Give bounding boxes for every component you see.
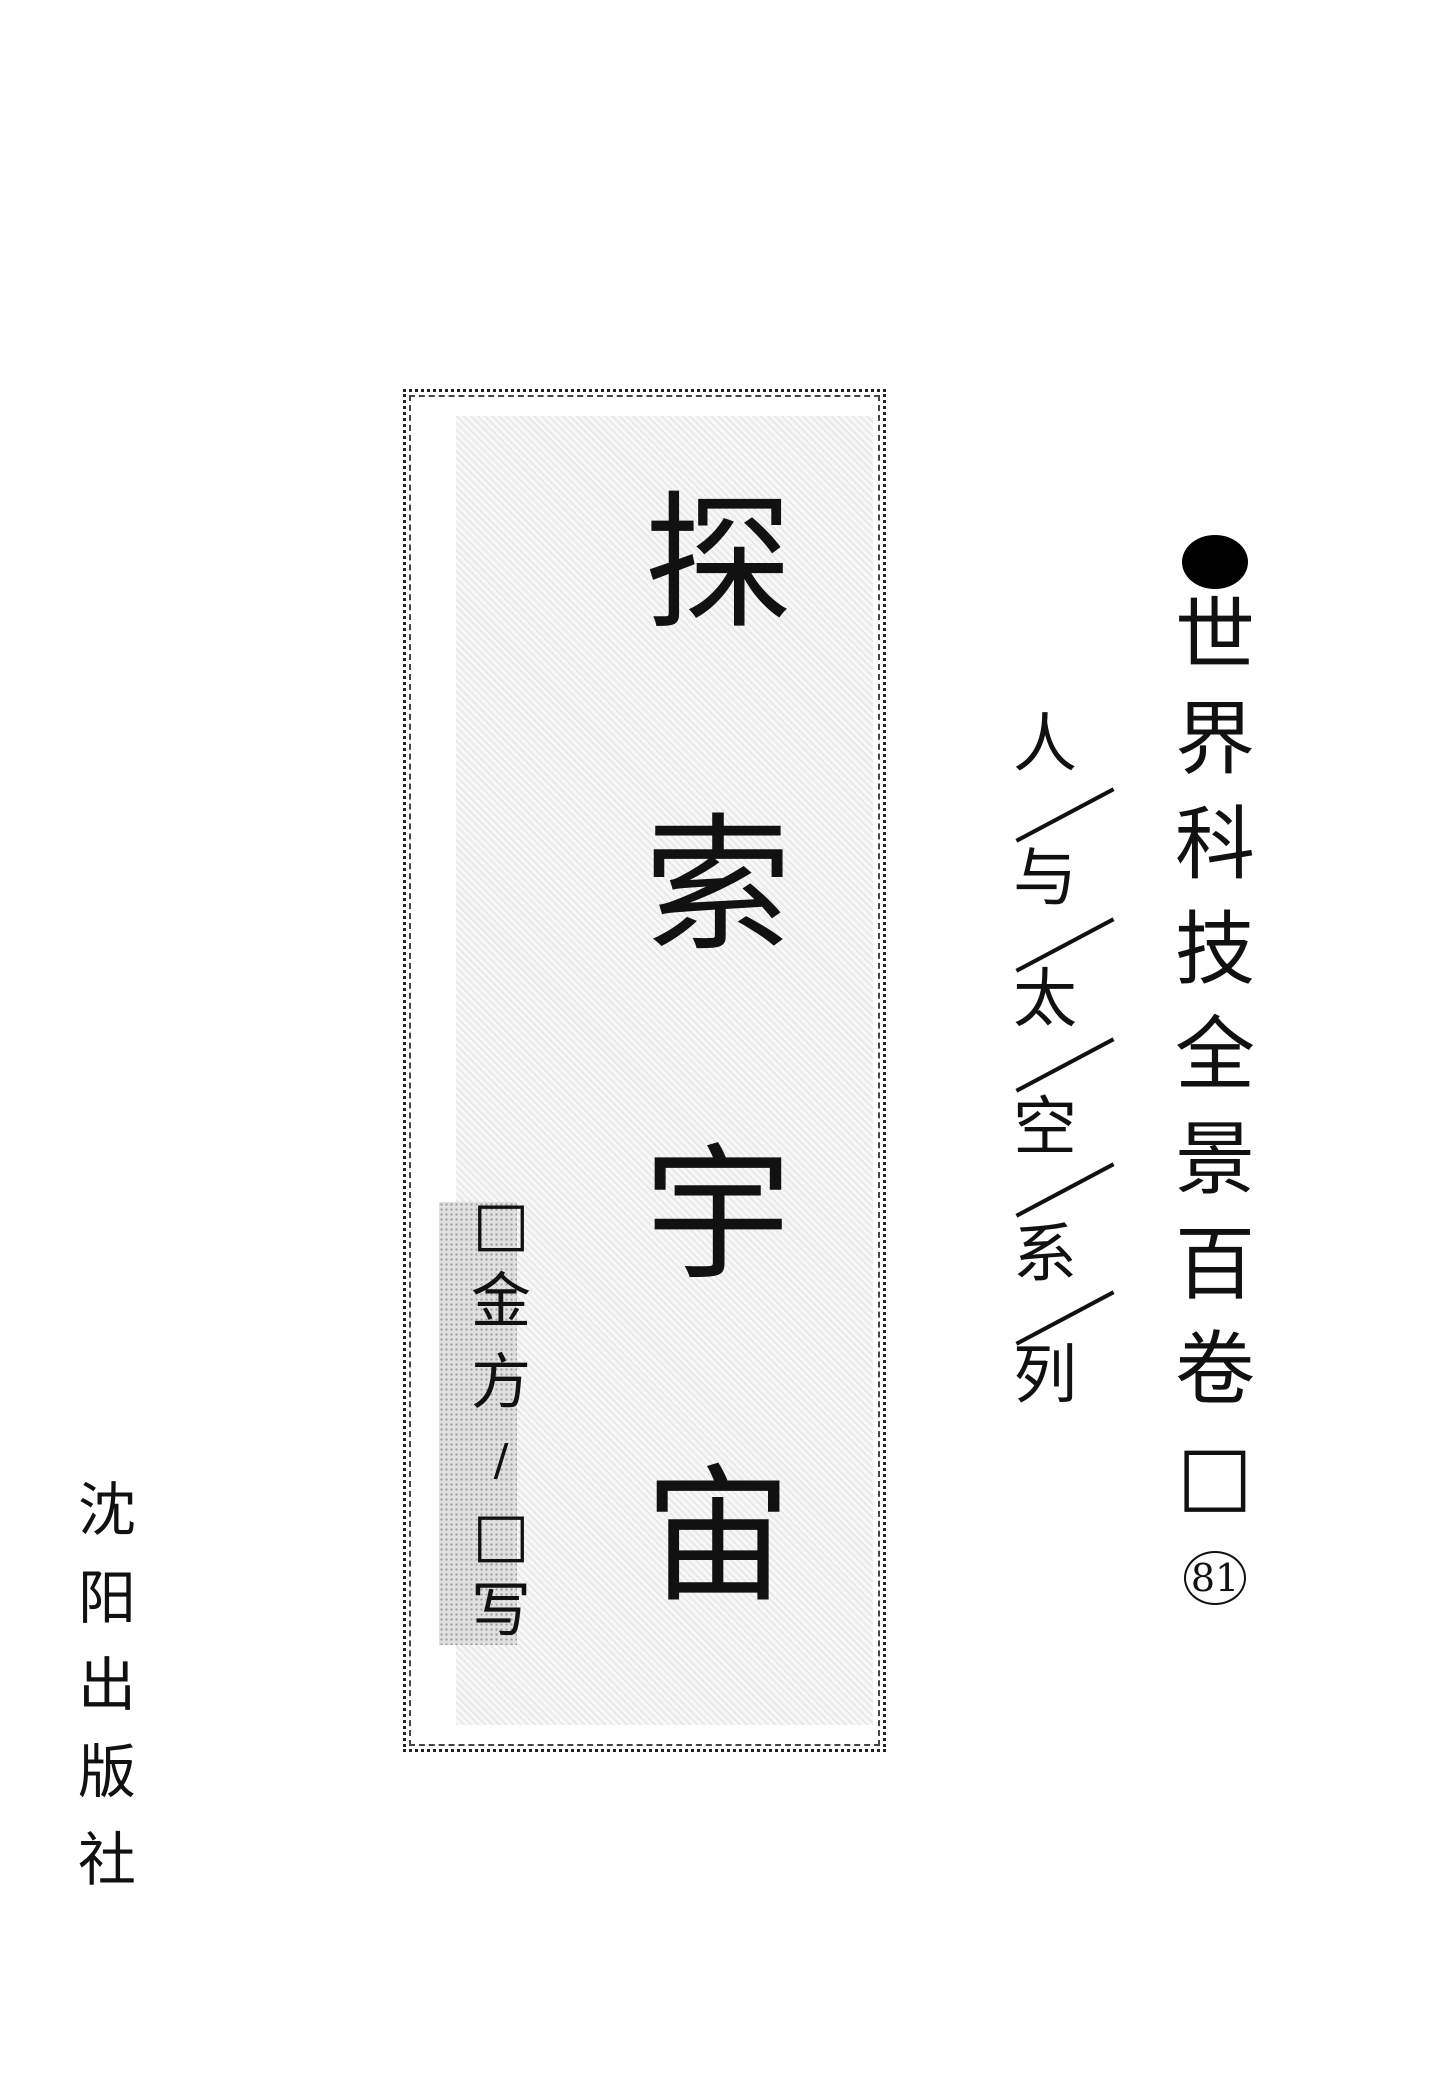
author-char: 方 [471, 1348, 531, 1418]
slash-divider [1015, 1037, 1115, 1093]
slash-divider [1015, 1290, 1115, 1346]
series-char: 世 [1175, 589, 1255, 682]
subseries-char: 列 [1013, 1339, 1077, 1413]
series-char: 卷 [1175, 1323, 1255, 1416]
title-char: 宇 [644, 1129, 792, 1301]
series-char: 界 [1175, 693, 1255, 786]
title-panel-background [456, 416, 873, 1725]
series-char: 百 [1175, 1218, 1255, 1311]
publisher-char: 出 [77, 1651, 137, 1719]
subseries-char: 太 [1013, 963, 1077, 1037]
publisher-char: 阳 [77, 1564, 137, 1632]
publisher-char: 社 [77, 1826, 137, 1894]
series-char: 景 [1175, 1113, 1255, 1206]
subseries-char: 人 [1013, 708, 1077, 782]
slash-divider [1015, 1162, 1115, 1218]
series-char: □ [1177, 1428, 1253, 1521]
subseries-char: 与 [1013, 842, 1077, 916]
slash-divider [1015, 787, 1115, 843]
series-char: 全 [1175, 1008, 1255, 1101]
publisher-char: 版 [77, 1738, 137, 1806]
volume-number: 81 [1184, 1551, 1246, 1605]
author-char: 金 [471, 1267, 531, 1337]
author-char: 写 [471, 1576, 531, 1646]
bullet-icon [1182, 535, 1248, 589]
title-char: 宙 [644, 1451, 792, 1623]
subseries-char: 空 [1013, 1091, 1077, 1165]
author-char: □ [472, 1189, 530, 1259]
author-separator: / [493, 1435, 509, 1486]
publisher-char: 沈 [77, 1476, 137, 1544]
series-char: 科 [1175, 798, 1255, 891]
author-strip [439, 1202, 517, 1645]
series-char: 技 [1175, 903, 1255, 996]
author-char: □ [472, 1500, 530, 1570]
title-frame [403, 389, 886, 1752]
title-char: 探 [644, 478, 792, 650]
subseries-char: 系 [1013, 1218, 1077, 1292]
title-char: 索 [644, 800, 792, 972]
